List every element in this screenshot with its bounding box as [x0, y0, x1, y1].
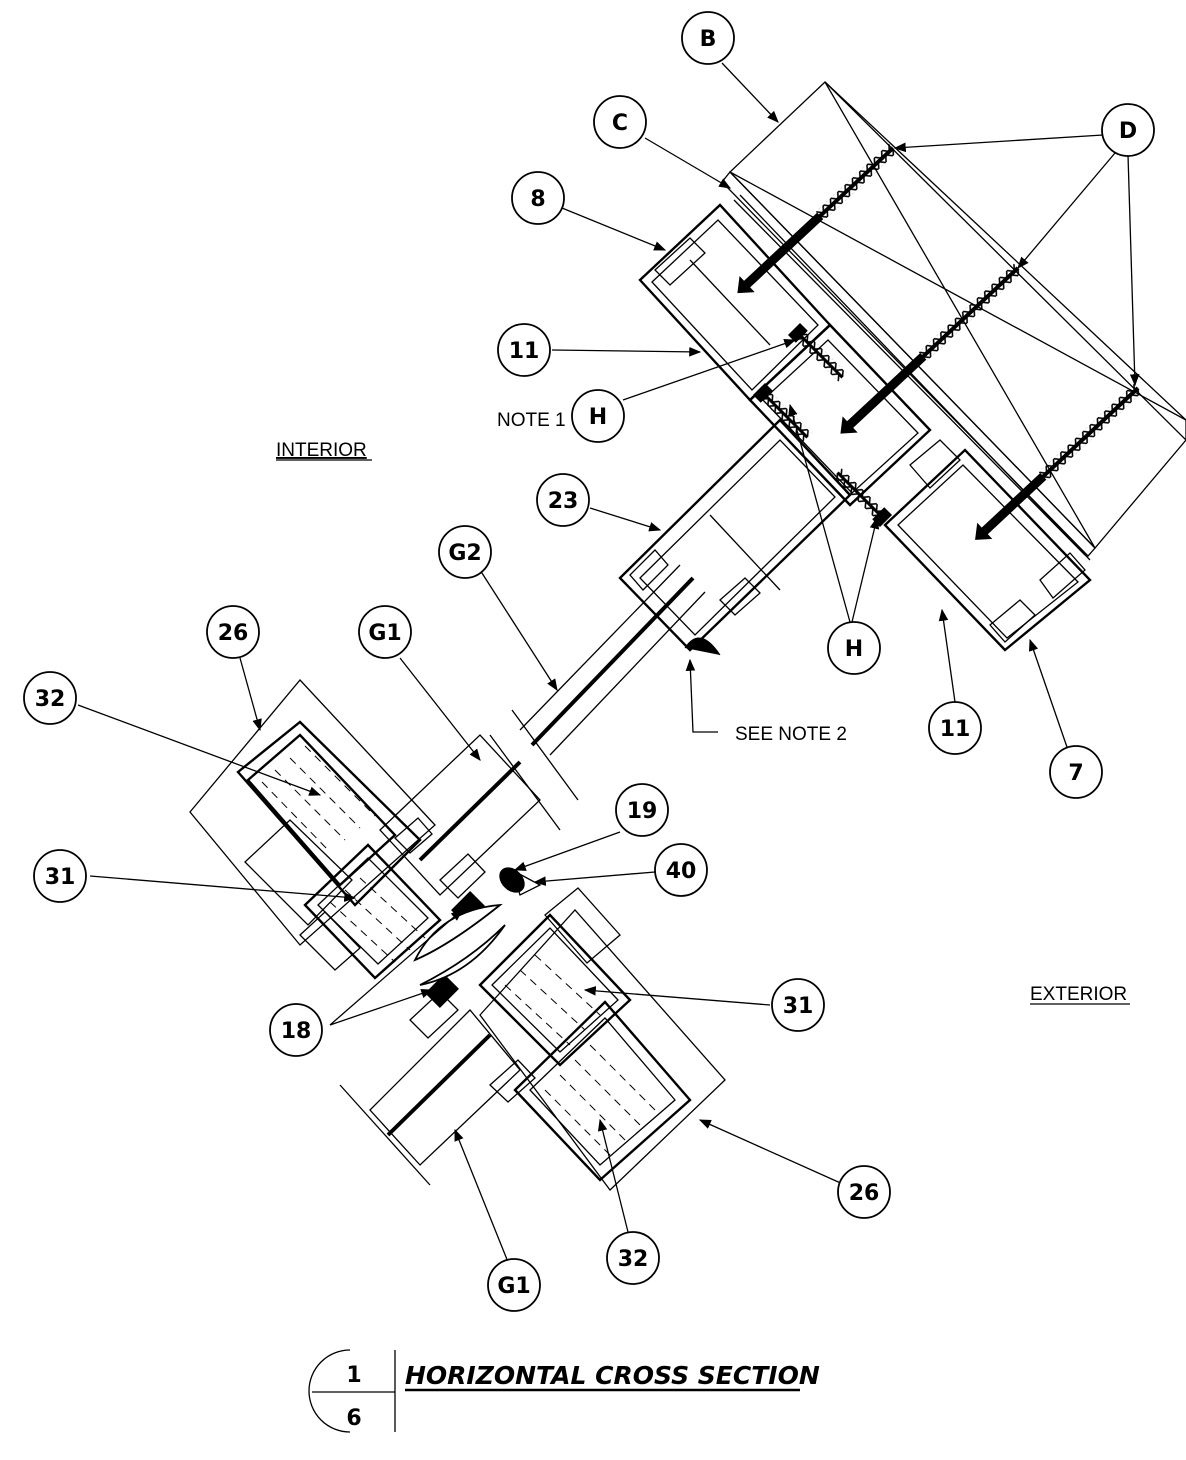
- callout-40: 40: [654, 843, 708, 897]
- svg-text:31: 31: [783, 994, 814, 1019]
- callout-h-upper: H: [571, 389, 625, 443]
- weather-seals: [413, 867, 542, 1008]
- drawing-title: HORIZONTAL CROSS SECTION: [405, 1361, 820, 1390]
- wall-assembly: [721, 81, 1186, 561]
- sheet-number: 6: [346, 1406, 361, 1431]
- svg-text:G1: G1: [497, 1274, 530, 1299]
- svg-text:23: 23: [548, 489, 579, 514]
- svg-text:11: 11: [940, 717, 971, 742]
- callout-11-upper: 11: [497, 323, 551, 377]
- svg-text:7: 7: [1068, 761, 1083, 786]
- glass-panel-g2: [489, 564, 706, 831]
- svg-text:19: 19: [627, 799, 658, 824]
- callout-h-lower: H: [827, 621, 881, 675]
- callout-c: C: [593, 95, 647, 149]
- note-1-label: NOTE 1: [497, 410, 566, 431]
- svg-text:H: H: [845, 637, 863, 662]
- frame-26-lower: [479, 909, 726, 1191]
- note-2-label: SEE NOTE 2: [735, 724, 847, 745]
- callouts: B C D 8 11 NOTE 1 H INTERIOR 23 G2 26 G1…: [23, 11, 1155, 1312]
- glass-g1-upper: [418, 760, 522, 862]
- exterior-label: EXTERIOR: [1030, 984, 1127, 1005]
- svg-text:26: 26: [218, 621, 249, 646]
- svg-text:11: 11: [509, 339, 540, 364]
- seal-18-lower: [425, 974, 459, 1008]
- svg-text:32: 32: [618, 1247, 649, 1272]
- svg-text:C: C: [612, 111, 628, 136]
- break-line-lower: [339, 1084, 431, 1186]
- callout-18: 18: [269, 1003, 323, 1057]
- wall-block-b: [729, 81, 1186, 549]
- svg-text:B: B: [700, 27, 717, 52]
- svg-text:G2: G2: [448, 541, 481, 566]
- callout-32-upper: 32: [23, 671, 77, 725]
- callout-19: 19: [615, 783, 669, 837]
- callout-g1-lower: G1: [487, 1258, 541, 1312]
- insulation-31-lower: [504, 954, 601, 1046]
- callout-26-upper: 26: [206, 605, 260, 659]
- glass-g1-lower: [386, 1033, 492, 1137]
- detail-number: 1: [346, 1363, 361, 1388]
- seal-19: [499, 867, 525, 893]
- insulation-32-upper: [261, 745, 376, 853]
- callout-g1-upper: G1: [358, 605, 412, 659]
- callout-b: B: [681, 11, 735, 65]
- break-line: [511, 709, 579, 801]
- anchor-screws-d: [737, 143, 1143, 540]
- insulation-32-lower: [544, 1044, 656, 1156]
- svg-text:32: 32: [35, 687, 66, 712]
- callout-31-lower: 31: [771, 978, 825, 1032]
- door-frame-lower: [339, 887, 726, 1191]
- callout-g2: G2: [438, 525, 492, 579]
- center-mullion: [748, 323, 932, 507]
- seal-40: [510, 868, 542, 896]
- interior-label: INTERIOR: [276, 440, 367, 461]
- callout-8: 8: [511, 171, 565, 225]
- callout-11-lower: 11: [928, 701, 982, 755]
- callout-32-lower: 32: [606, 1231, 660, 1285]
- callout-31-upper: 31: [33, 849, 87, 903]
- title-block: 1 6 HORIZONTAL CROSS SECTION: [308, 1349, 820, 1433]
- svg-text:G1: G1: [368, 621, 401, 646]
- glazing-adaptor-23: [618, 418, 852, 656]
- svg-text:26: 26: [849, 1181, 880, 1206]
- subframe-profiles: [638, 203, 1092, 652]
- svg-text:8: 8: [530, 187, 545, 212]
- subframe-7: [883, 448, 1092, 652]
- sealant-note-2: [684, 637, 721, 656]
- callout-7: 7: [1049, 745, 1103, 799]
- svg-text:31: 31: [45, 865, 76, 890]
- callout-d: D: [1101, 103, 1155, 157]
- callout-26-lower: 26: [837, 1165, 891, 1219]
- svg-text:H: H: [589, 405, 607, 430]
- leader-lines: [77, 62, 1140, 1263]
- door-frame-upper: [189, 679, 541, 980]
- svg-text:D: D: [1119, 119, 1137, 144]
- frame-26-upper: [189, 679, 436, 946]
- svg-text:40: 40: [666, 859, 697, 884]
- callout-23: 23: [536, 473, 590, 527]
- svg-text:18: 18: [281, 1019, 312, 1044]
